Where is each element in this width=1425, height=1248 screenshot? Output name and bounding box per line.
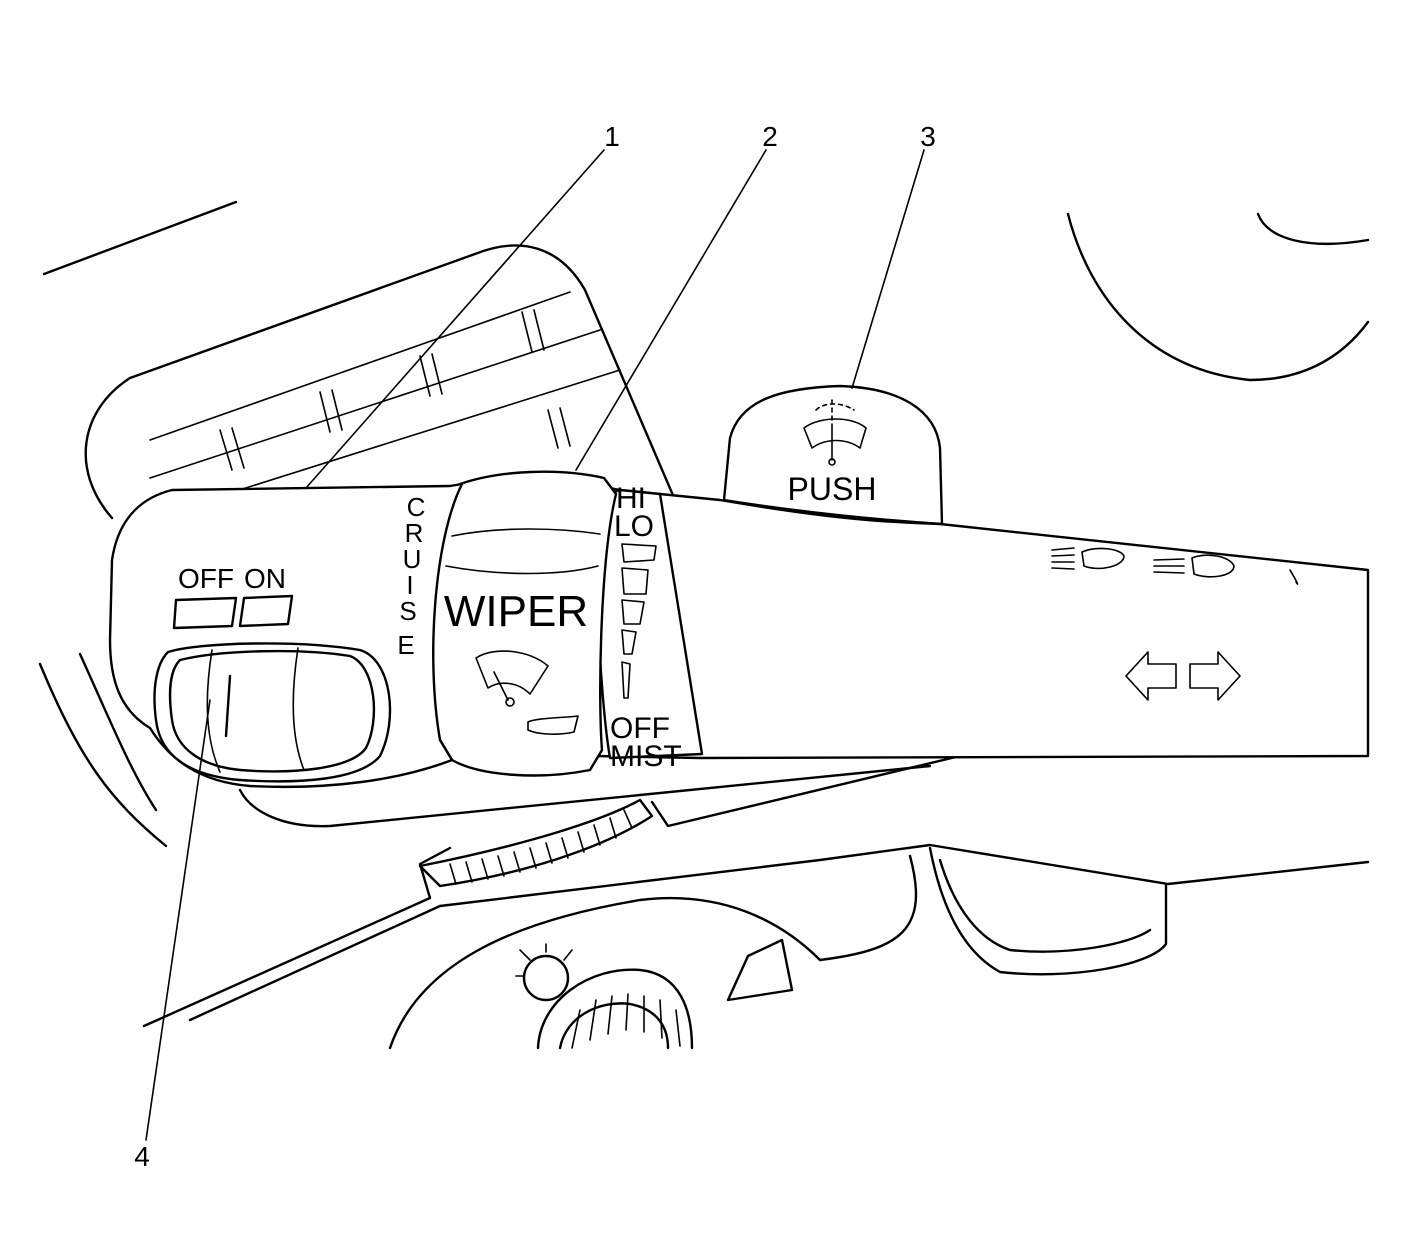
cruise-off-button[interactable] bbox=[172, 596, 238, 630]
callout-leaders bbox=[145, 149, 925, 1141]
callout-2: 2 bbox=[762, 121, 778, 152]
wiper-icon bbox=[803, 399, 867, 466]
speed-detents bbox=[621, 543, 657, 699]
knob-ridges bbox=[571, 993, 681, 1049]
high-beam-icon bbox=[1051, 547, 1235, 578]
svg-text:S: S bbox=[399, 596, 416, 626]
callout-4: 4 bbox=[134, 1141, 150, 1172]
lo-label: LO bbox=[614, 510, 654, 543]
wiper-icon bbox=[475, 650, 549, 707]
svg-text:R: R bbox=[405, 518, 424, 548]
cruise-off-label: OFF bbox=[178, 563, 234, 594]
callout-3: 3 bbox=[920, 121, 936, 152]
cruise-on-label: ON bbox=[244, 563, 286, 594]
instrument-panel-background bbox=[38, 200, 1370, 848]
svg-text:E: E bbox=[397, 630, 414, 660]
washer-push-button[interactable]: PUSH bbox=[722, 384, 944, 526]
off-mode-label: OFF bbox=[610, 712, 670, 745]
wiper-label: WIPER bbox=[444, 587, 588, 636]
steering-column-shroud bbox=[142, 754, 1370, 1050]
svg-text:U: U bbox=[403, 544, 422, 574]
cruise-on-button[interactable] bbox=[238, 594, 294, 628]
callout-1: 1 bbox=[604, 121, 620, 152]
wiper-speed-scale: HI LO OFF MIST bbox=[590, 482, 704, 773]
lever-shaft bbox=[588, 482, 1370, 760]
washer-spray-icon bbox=[527, 715, 579, 735]
tilt-ring-ridges bbox=[449, 809, 633, 885]
set-resume-switch[interactable] bbox=[153, 642, 392, 783]
svg-text:I: I bbox=[406, 570, 413, 600]
cruise-vertical-label: C R U I S E bbox=[397, 492, 425, 660]
svg-text:C: C bbox=[407, 492, 426, 522]
push-label: PUSH bbox=[788, 471, 877, 507]
turn-signal-arrows-icon bbox=[1125, 651, 1241, 701]
hi-label: HI bbox=[616, 482, 646, 515]
wiper-control-collar[interactable]: WIPER bbox=[430, 470, 618, 777]
mist-label: MIST bbox=[610, 740, 682, 773]
